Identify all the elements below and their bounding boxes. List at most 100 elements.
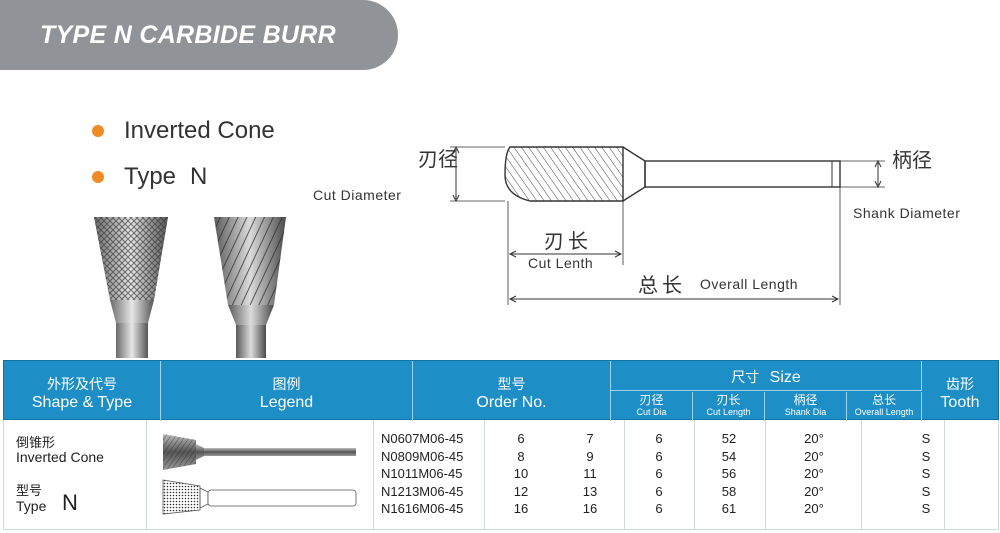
- header-shape: 外形及代号 Shape & Type: [4, 361, 161, 421]
- table-cell: N0607M06-45: [381, 431, 464, 446]
- column-divider: [944, 420, 945, 530]
- table-cell: 7: [586, 431, 594, 446]
- bullet-dot-icon: [92, 125, 104, 137]
- page-title: TYPE N CARBIDE BURR: [40, 20, 336, 49]
- title-banner: TYPE N CARBIDE BURR: [0, 0, 398, 70]
- tooth-column: S S S S S: [914, 430, 938, 518]
- header-size-cn: 尺寸: [731, 369, 760, 385]
- header-tooth: 齿形 Tooth: [922, 361, 998, 421]
- bullet-type: Type N: [92, 163, 207, 191]
- overall-length-cn: 总长: [638, 275, 686, 297]
- cut-length-cn: 刃长: [544, 231, 592, 253]
- column-divider: [373, 420, 374, 530]
- table-cell: 20°: [804, 431, 824, 446]
- table-cell: 16: [582, 501, 598, 516]
- header-cut-len-en: Cut Length: [706, 407, 751, 417]
- bullet-dot-icon: [92, 171, 104, 183]
- column-divider: [861, 420, 862, 530]
- table-cell: 20°: [804, 501, 824, 516]
- legend-photo-icon: [163, 434, 356, 470]
- table-cell: 11: [583, 466, 597, 481]
- table-cell: 6: [655, 466, 663, 481]
- header-shank-dia-cn: 柄径: [793, 393, 818, 407]
- table-cell: S: [921, 501, 931, 516]
- table-cell: S: [921, 448, 931, 464]
- burr-drawing: [450, 145, 885, 305]
- table-cell: 56: [721, 466, 737, 481]
- table-cell: 16: [513, 501, 529, 516]
- order-number-column: N0607M06-45 N0809M06-45 N1011M06-45 N121…: [381, 430, 481, 518]
- header-overall-en: Overall Length: [854, 407, 914, 417]
- overall-length-en: Overall Length: [700, 276, 799, 292]
- table-cell: S: [921, 466, 931, 481]
- table-header: 外形及代号 Shape & Type 图例 Legend 型号 Order No…: [3, 360, 999, 421]
- table-cell: 54: [721, 448, 737, 464]
- header-shank-dia-en: Shank Dia: [784, 407, 827, 417]
- shank-diameter-en: Shank Diameter: [853, 205, 961, 221]
- table-cell: 10: [513, 466, 529, 481]
- shape-en: Inverted Cone: [16, 449, 104, 465]
- column-divider: [146, 420, 147, 530]
- overall-length-column: 52 54 56 58 61: [709, 430, 749, 518]
- header-shank-dia: 柄径 Shank Dia: [765, 392, 847, 421]
- header-legend-en: Legend: [259, 394, 314, 411]
- table-cell: 61: [721, 501, 737, 516]
- table-cell: 20°: [804, 483, 824, 499]
- table-cell: 20°: [804, 466, 824, 481]
- table-cell: 20°: [804, 448, 824, 464]
- cut-diameter-cn: 刃径: [418, 149, 458, 171]
- header-tooth-en: Tooth: [940, 394, 980, 411]
- table-cell: N0809M06-45: [381, 448, 464, 464]
- shape-cn: 倒锥形: [16, 435, 56, 450]
- cut-diameter-en: Cut Diameter: [313, 187, 402, 203]
- bullet-shape-label: Inverted Cone: [124, 117, 275, 144]
- table-cell: N1213M06-45: [381, 483, 464, 499]
- table-cell: 6: [655, 448, 663, 464]
- table-cell: 8: [517, 448, 525, 464]
- table-cell: 58: [721, 483, 737, 499]
- cut-dia-column: 6 8 10 12 16: [501, 430, 541, 518]
- header-shape-cn: 外形及代号: [47, 376, 117, 392]
- table-cell: N1011M06-45: [381, 466, 463, 481]
- legend-drawing-icon: [162, 479, 357, 515]
- header-cut-dia-en: Cut Dia: [636, 407, 667, 417]
- shank-dia-column: 6 6 6 6 6: [639, 430, 679, 518]
- type-code: N: [62, 490, 78, 515]
- column-divider: [694, 420, 695, 530]
- header-legend: 图例 Legend: [161, 361, 413, 421]
- spec-table: 外形及代号 Shape & Type 图例 Legend 型号 Order No…: [3, 360, 999, 530]
- header-order-cn: 型号: [497, 376, 526, 392]
- bullet-shape: Inverted Cone: [92, 117, 275, 145]
- column-divider: [624, 420, 625, 530]
- header-shape-en: Shape & Type: [31, 394, 133, 411]
- header-order: 型号 Order No.: [413, 361, 611, 421]
- header-size-en: Size: [769, 369, 801, 386]
- shank-diameter-cn: 柄径: [892, 150, 932, 172]
- dimension-diagram: 刃径 Cut Diameter 柄径 Shank Diameter 刃长 Cut…: [300, 135, 1000, 315]
- table-cell: N1616M06-45: [381, 501, 464, 516]
- table-cell: 13: [582, 483, 598, 499]
- table-cell: 6: [655, 483, 663, 499]
- header-tooth-cn: 齿形: [946, 376, 974, 392]
- header-order-en: Order No.: [476, 394, 547, 411]
- table-cell: 52: [721, 431, 737, 446]
- type-cn: 型号: [16, 483, 43, 498]
- table-cell: 6: [655, 431, 663, 446]
- burr-photo-front: [94, 217, 168, 358]
- cut-length-en: Cut Lenth: [528, 255, 594, 271]
- angle-column: 20° 20° 20° 20° 20°: [794, 430, 834, 518]
- table-cell: 6: [517, 431, 525, 446]
- bullet-type-code: N: [190, 163, 208, 190]
- header-size: 尺寸 Size: [611, 361, 922, 391]
- type-en: Type: [16, 498, 47, 514]
- table-body: 倒锥形 Inverted Cone 型号 Type N: [3, 420, 999, 530]
- column-divider: [765, 420, 766, 530]
- header-cut-dia: 刃径 Cut Dia: [611, 392, 693, 421]
- header-overall: 总长 Overall Length: [847, 392, 922, 421]
- header-overall-cn: 总长: [871, 393, 896, 407]
- header-cut-len-cn: 刃长: [716, 393, 741, 407]
- cut-length-column: 7 9 11 13 16: [570, 430, 610, 518]
- header-cut-len: 刃长 Cut Length: [693, 392, 765, 421]
- header-cut-dia-cn: 刃径: [639, 393, 664, 407]
- table-cell: 6: [655, 501, 663, 516]
